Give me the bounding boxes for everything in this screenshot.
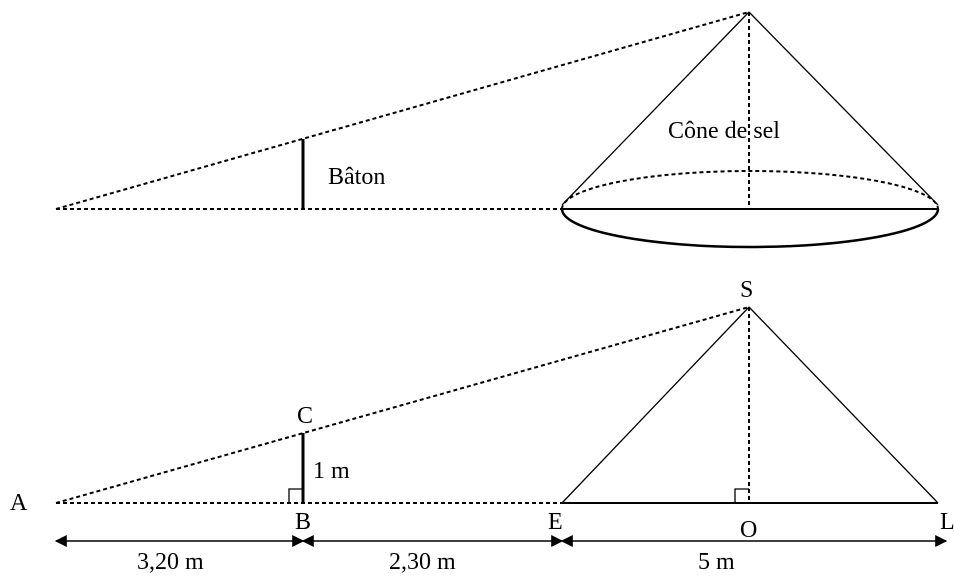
point-B-label: B xyxy=(295,509,311,535)
cone-base-back xyxy=(561,170,939,210)
stick-label: Bâton xyxy=(328,164,385,190)
point-E-label: E xyxy=(548,509,563,535)
point-C-label: C xyxy=(297,403,313,429)
dimension-EL-label: 5 m xyxy=(698,549,735,575)
segment-SL xyxy=(748,306,939,504)
cone-right-edge xyxy=(748,11,939,206)
segment-ES xyxy=(561,306,750,504)
point-A-label: A xyxy=(10,490,28,516)
stick-height-label: 1 m xyxy=(313,458,350,484)
cone-left-edge xyxy=(561,11,750,206)
cone-label: Cône de sel xyxy=(668,118,780,144)
sight-line-AS xyxy=(55,306,750,504)
top-sight-line xyxy=(55,11,750,210)
point-O-label: O xyxy=(740,517,757,543)
dimension-BE-label: 2,30 m xyxy=(389,549,456,575)
top-figure: Bâton Cône de sel xyxy=(55,11,940,249)
cone-base-front xyxy=(560,208,940,249)
point-S-label: S xyxy=(740,277,753,303)
right-angle-B xyxy=(288,488,303,503)
right-angle-O xyxy=(734,488,749,503)
bottom-figure: A B C E O L S 1 m 3,20 m 2,30 m 5 m xyxy=(10,277,954,575)
dimension-AB-label: 3,20 m xyxy=(137,549,204,575)
point-L-label: L xyxy=(940,509,954,535)
